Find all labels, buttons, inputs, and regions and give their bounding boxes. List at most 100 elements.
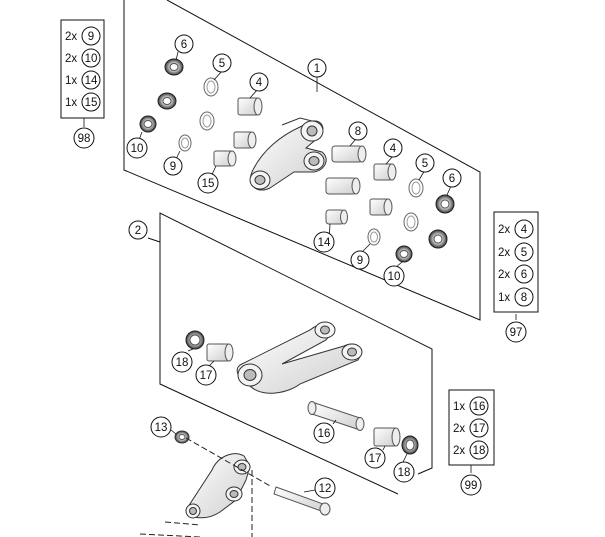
svg-text:13: 13	[155, 422, 168, 434]
svg-text:2x: 2x	[498, 247, 510, 259]
link-lever-1	[249, 117, 327, 191]
svg-text:2: 2	[135, 225, 141, 237]
bushing-17-left	[206, 343, 234, 362]
nut-13	[174, 430, 190, 444]
callout-16: 16	[313, 422, 335, 444]
svg-text:1: 1	[314, 63, 320, 75]
bottom-linkage	[185, 453, 251, 519]
kit-98-row-4: 1x 15	[65, 92, 101, 112]
kit-98-row-1: 2x 9	[65, 26, 101, 46]
svg-text:4: 4	[256, 77, 263, 89]
svg-text:10: 10	[85, 53, 98, 65]
svg-text:2x: 2x	[453, 423, 465, 435]
washer-9-left	[178, 134, 192, 152]
callout-10-right: 10	[383, 265, 405, 287]
svg-text:1x: 1x	[498, 292, 510, 304]
svg-text:15: 15	[202, 178, 215, 190]
callout-18-left: 18	[171, 351, 193, 373]
svg-text:10: 10	[388, 271, 401, 283]
seal-right-mid	[428, 229, 448, 249]
seal-10-right	[395, 245, 413, 263]
kit-97-row-2: 2x 5	[498, 242, 534, 262]
svg-text:8: 8	[521, 292, 527, 304]
link-lever-2	[236, 321, 363, 394]
kit-97-number: 97	[505, 321, 527, 343]
svg-text:4: 4	[390, 143, 397, 155]
svg-text:5: 5	[521, 247, 527, 259]
svg-text:14: 14	[85, 75, 98, 87]
svg-text:9: 9	[357, 255, 363, 267]
seal-6-right	[435, 194, 455, 214]
svg-text:99: 99	[465, 480, 478, 492]
svg-text:15: 15	[85, 97, 98, 109]
washer-5-left	[203, 77, 219, 97]
svg-text:18: 18	[398, 467, 411, 479]
sleeve-14	[325, 209, 348, 225]
sleeve-mid	[325, 177, 361, 195]
callout-6-left: 6	[174, 34, 194, 54]
panel-2-outline	[147, 212, 433, 495]
svg-text:9: 9	[88, 31, 94, 43]
callout-8: 8	[348, 121, 368, 141]
kit-98-row-3: 1x 14	[65, 70, 101, 90]
panel-1-outline	[123, 0, 481, 321]
svg-text:17: 17	[200, 370, 213, 382]
bushing-15	[213, 150, 237, 167]
svg-text:17: 17	[473, 423, 486, 435]
kit-98-row-2: 2x 10	[65, 48, 101, 68]
svg-text:16: 16	[473, 401, 486, 413]
svg-text:2x: 2x	[498, 269, 510, 281]
callout-2: 2	[128, 220, 148, 240]
svg-text:1x: 1x	[453, 401, 465, 413]
svg-text:17: 17	[369, 453, 382, 465]
bushing-left-mid	[233, 131, 257, 149]
seal-6-left	[164, 58, 184, 76]
kit-97-row-4: 1x 8	[498, 287, 534, 307]
svg-text:14: 14	[318, 237, 331, 249]
seal-10-left	[139, 115, 157, 133]
svg-text:10: 10	[131, 143, 144, 155]
seal-18-right	[401, 435, 419, 455]
kit-98-box: 2x 9 2x 10 1x 14 1x 15	[60, 19, 105, 119]
callout-17-left: 17	[195, 364, 217, 386]
svg-text:98: 98	[78, 133, 91, 145]
callout-12: 12	[314, 477, 336, 499]
svg-text:1x: 1x	[65, 97, 77, 109]
kit-97-box: 2x 4 2x 5 2x 6 1x 8	[493, 211, 539, 313]
callout-18-right: 18	[393, 461, 415, 483]
svg-text:5: 5	[219, 58, 225, 70]
callout-17-right: 17	[364, 447, 386, 469]
pin-16	[307, 401, 365, 431]
svg-text:2x: 2x	[65, 31, 77, 43]
kit-99-row-1: 1x 16	[453, 396, 489, 416]
svg-text:1x: 1x	[65, 75, 77, 87]
bushing-4-left	[237, 97, 263, 116]
svg-text:97: 97	[510, 327, 523, 339]
svg-text:5: 5	[422, 158, 428, 170]
callout-4-left: 4	[249, 72, 269, 92]
kit-97-row-1: 2x 4	[498, 219, 534, 239]
bushing-4-right	[373, 163, 397, 181]
svg-text:6: 6	[181, 39, 187, 51]
svg-text:6: 6	[449, 173, 455, 185]
kit-98-number: 98	[73, 127, 95, 149]
callout-15: 15	[197, 172, 219, 194]
callout-1: 1	[307, 58, 327, 78]
kit-99-row-2: 2x 17	[453, 418, 489, 438]
bushing-right-mid	[369, 198, 393, 216]
svg-text:9: 9	[170, 161, 176, 173]
bolt-12	[273, 486, 331, 516]
svg-text:2x: 2x	[65, 53, 77, 65]
callout-5-left: 5	[212, 53, 232, 73]
svg-text:6: 6	[521, 269, 527, 281]
svg-text:4: 4	[521, 224, 528, 236]
kit-97-row-3: 2x 6	[498, 264, 534, 284]
washer-right-mid	[403, 212, 419, 232]
svg-text:12: 12	[319, 483, 332, 495]
svg-text:18: 18	[176, 357, 189, 369]
washer-9-right	[367, 228, 381, 246]
svg-text:2x: 2x	[453, 445, 465, 457]
kit-99-box: 1x 16 2x 17 2x 18	[448, 389, 495, 466]
kit-99-number: 99	[460, 474, 482, 496]
